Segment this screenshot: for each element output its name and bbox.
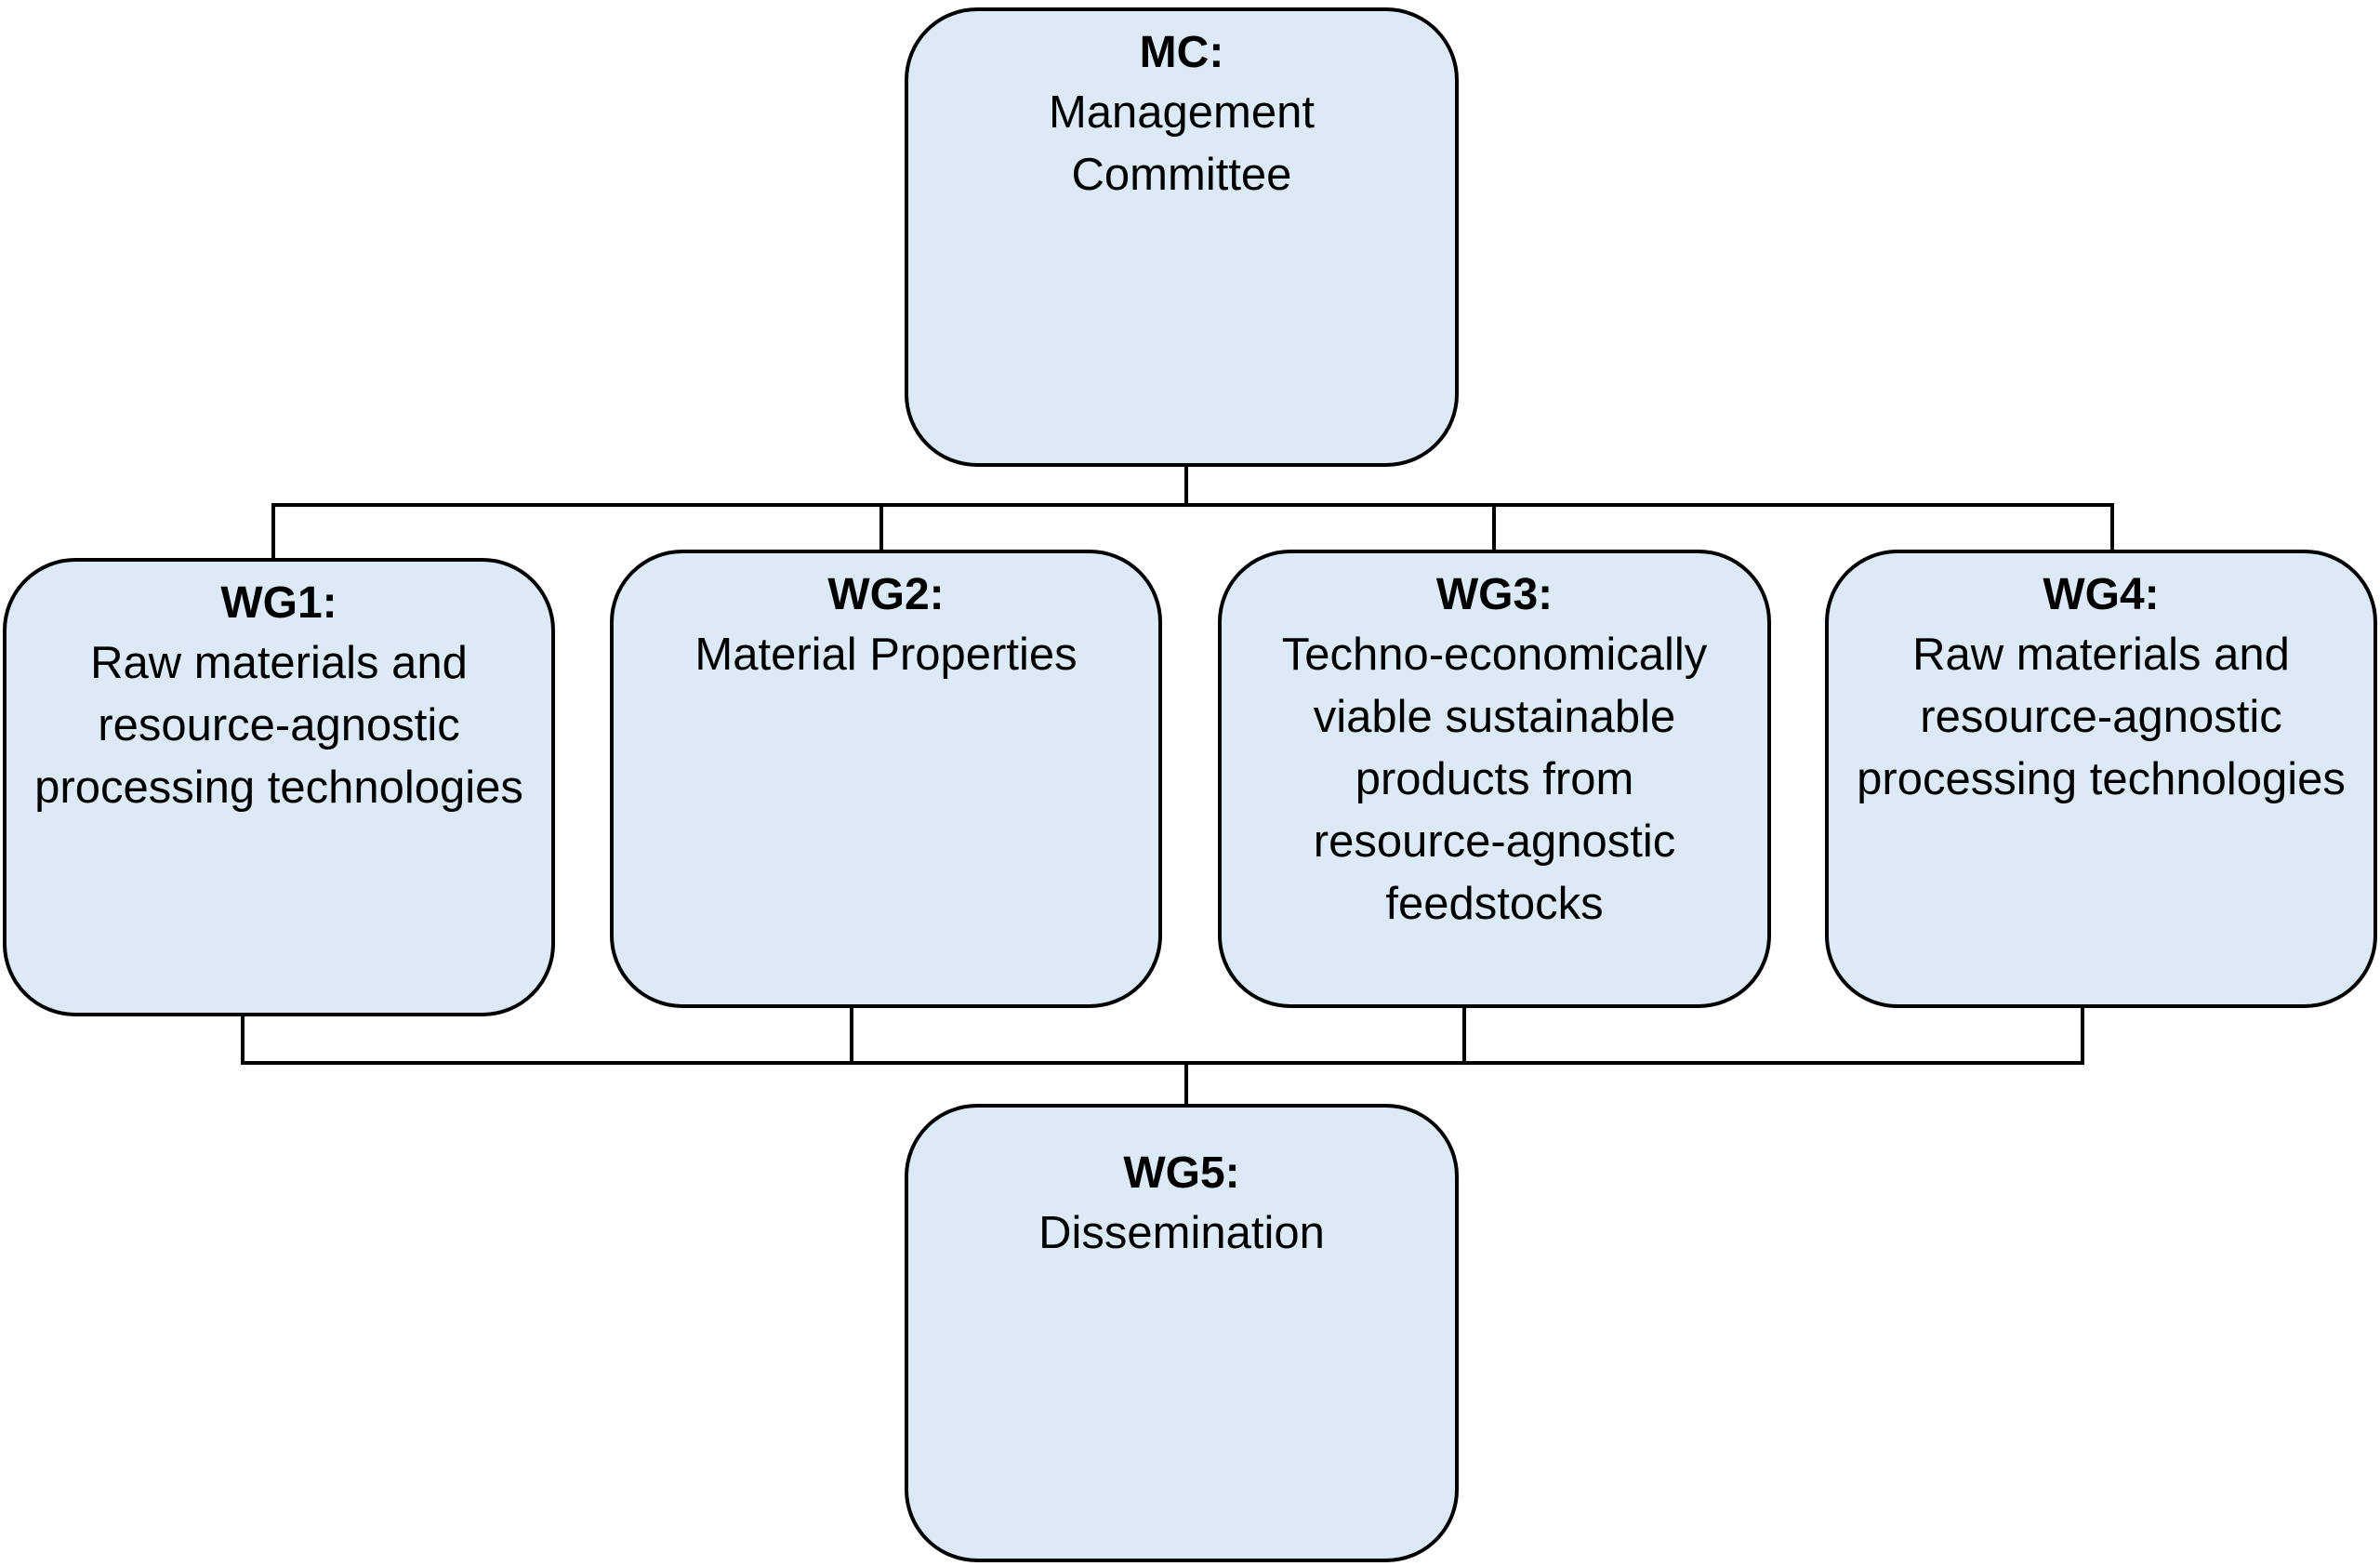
node-wg3-description: Techno-economically viable sustainable p… bbox=[1281, 630, 1708, 929]
connector-top-bus bbox=[271, 503, 2114, 507]
connector-wg3-top bbox=[1492, 503, 1496, 551]
node-mc-description: Management Committee bbox=[1048, 87, 1315, 200]
node-wg5-code: WG5: bbox=[1123, 1148, 1240, 1198]
node-wg1-description: Raw materials and resource-agnostic proc… bbox=[34, 638, 523, 813]
connector-wg4-top bbox=[2110, 503, 2114, 551]
node-mc: MC: Management Committee bbox=[905, 7, 1459, 467]
connector-wg2-top bbox=[879, 503, 883, 551]
connector-wg4-bottom bbox=[2081, 1005, 2084, 1065]
node-wg1-code: WG1: bbox=[220, 578, 337, 628]
connector-wg3-bottom bbox=[1462, 1005, 1466, 1065]
connector-wg2-bottom bbox=[850, 1005, 853, 1065]
node-wg4-description: Raw materials and resource-agnostic proc… bbox=[1857, 630, 2346, 804]
node-wg2-code: WG2: bbox=[827, 570, 945, 619]
node-wg2-description: Material Properties bbox=[694, 630, 1078, 680]
connector-bottom-bus bbox=[241, 1061, 2084, 1065]
node-wg3-code: WG3: bbox=[1435, 570, 1554, 619]
node-mc-code: MC: bbox=[1139, 28, 1224, 77]
connector-wg1-bottom bbox=[241, 1014, 245, 1065]
node-wg4-code: WG4: bbox=[2043, 570, 2160, 619]
connector-wg5-stem bbox=[1184, 1061, 1188, 1106]
node-wg4: WG4: Raw materials and resource-agnostic… bbox=[1825, 550, 2377, 1008]
node-wg5-description: Dissemination bbox=[1038, 1208, 1325, 1258]
node-wg2: WG2: Material Properties bbox=[610, 550, 1162, 1008]
node-wg3: WG3: Techno-economically viable sustaina… bbox=[1218, 550, 1771, 1008]
node-wg1: WG1: Raw materials and resource-agnostic… bbox=[3, 558, 555, 1016]
connector-wg1-top bbox=[271, 503, 275, 560]
connector-mc-stem bbox=[1184, 465, 1188, 507]
node-wg5: WG5: Dissemination bbox=[905, 1104, 1459, 1562]
